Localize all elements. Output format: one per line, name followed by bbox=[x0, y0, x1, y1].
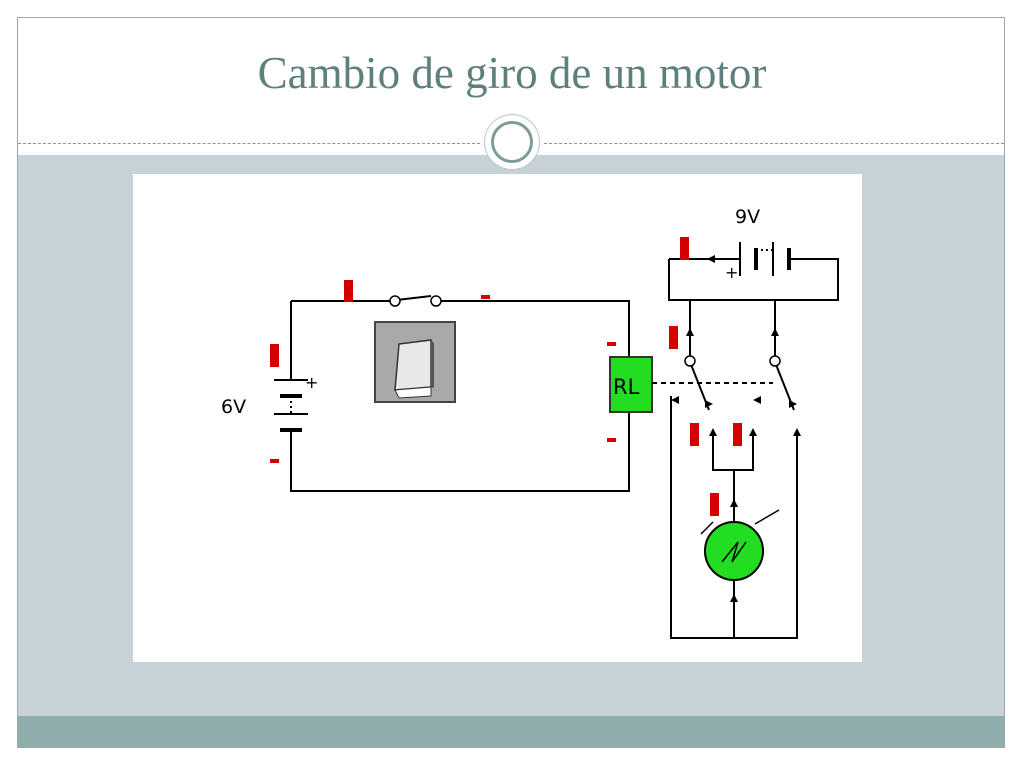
slide-title: Cambio de giro de un motor bbox=[257, 48, 767, 98]
battery-6v bbox=[274, 379, 308, 432]
title-divider-left bbox=[18, 143, 480, 144]
switch-contact-left bbox=[389, 295, 401, 307]
relay-contact-pivot-right bbox=[769, 355, 781, 367]
battery-9v-plus: + bbox=[725, 263, 738, 282]
relay-label: RL bbox=[613, 375, 640, 399]
circuit-svg: + 6V RL bbox=[221, 206, 839, 639]
footer-band bbox=[18, 716, 1004, 747]
relay-contact-terminals bbox=[671, 255, 801, 602]
relay-coil bbox=[609, 356, 653, 413]
battery-6v-plus: + bbox=[305, 373, 318, 392]
circuit-diagram: + 6V RL bbox=[133, 174, 862, 662]
battery-9v bbox=[739, 242, 797, 276]
circle-ornament-icon bbox=[484, 114, 540, 170]
title-divider-right bbox=[544, 143, 1004, 144]
switch-contact-right bbox=[430, 295, 442, 307]
battery-9v-label: 9V bbox=[735, 206, 760, 228]
relay-contact-pivot-left bbox=[684, 355, 696, 367]
motor-symbol bbox=[700, 509, 780, 581]
battery-6v-label: 6V bbox=[221, 396, 246, 418]
left-indicators bbox=[270, 280, 616, 463]
switch-button-icon[interactable] bbox=[374, 321, 456, 403]
left-circuit-wires bbox=[290, 295, 630, 492]
right-indicators bbox=[669, 237, 742, 516]
